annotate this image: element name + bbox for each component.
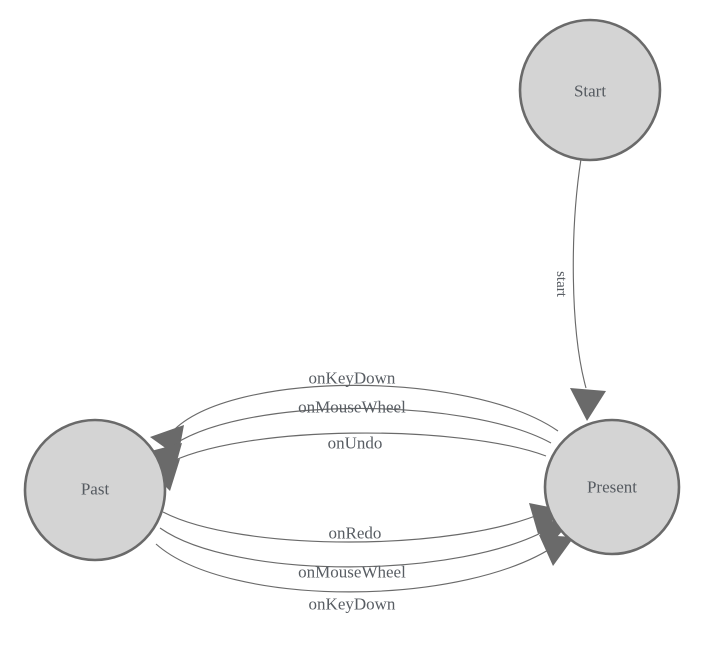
node-circle xyxy=(23,418,167,562)
node-present[interactable]: Present xyxy=(543,418,681,556)
node-circle xyxy=(518,18,662,162)
node-start[interactable]: Start xyxy=(518,18,662,162)
edge-label-group: onKeyDown onMouseWheel onUndo onRedo onM… xyxy=(298,369,406,614)
node-past[interactable]: Past xyxy=(23,418,167,562)
node-label-past: Past xyxy=(81,480,110,499)
edge-path xyxy=(171,384,559,433)
edge-label-onkeydown-lower: onKeyDown xyxy=(309,595,396,614)
edge-label-onundo: onUndo xyxy=(328,434,383,453)
edge-path xyxy=(167,407,552,450)
edge-past-to-present-onkeydown[interactable] xyxy=(155,535,574,593)
node-label-present: Present xyxy=(587,478,637,497)
edge-path xyxy=(164,432,547,466)
edge-path xyxy=(159,526,553,568)
arrowhead-icon xyxy=(539,535,574,566)
edge-label-onmousewheel-lower: onMouseWheel xyxy=(298,563,406,582)
edge-label-start: start xyxy=(553,271,569,298)
edge-label-onkeydown-upper: onKeyDown xyxy=(309,369,396,388)
edge-label-onmousewheel-upper: onMouseWheel xyxy=(298,398,406,417)
edge-path xyxy=(572,158,587,389)
edge-path xyxy=(162,511,546,543)
edge-label-onredo: onRedo xyxy=(329,524,382,543)
edge-path xyxy=(155,542,560,593)
edge-start-to-present[interactable]: start xyxy=(553,158,606,421)
node-label-start: Start xyxy=(574,82,606,101)
node-circle xyxy=(543,418,681,556)
arrowhead-icon xyxy=(570,388,606,421)
